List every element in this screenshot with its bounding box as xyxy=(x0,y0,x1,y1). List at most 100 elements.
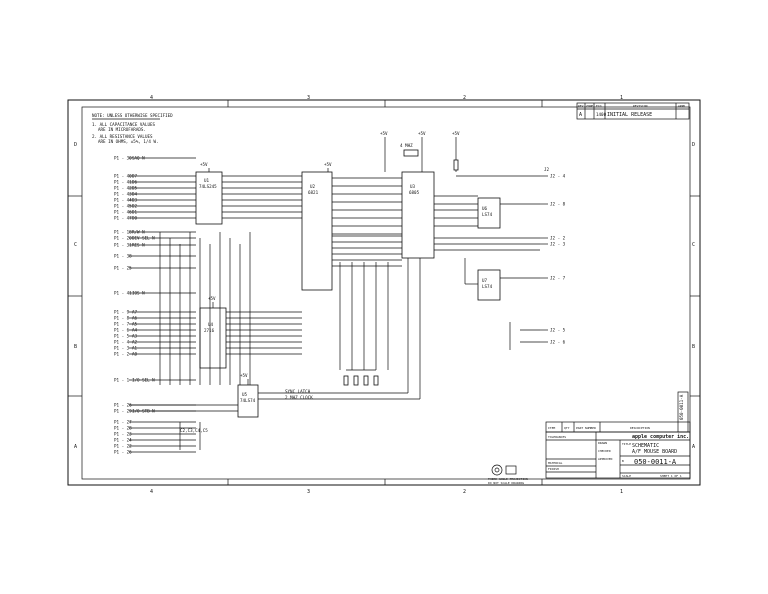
p1-pin: P1 - 7 xyxy=(114,322,130,327)
pl-part-number: PART NUMBER xyxy=(576,426,596,430)
note-1a: 1. ALL CAPACITANCE VALUES xyxy=(92,122,156,127)
zone-col-3: 3 xyxy=(307,95,310,101)
zone-row-b-right: B xyxy=(692,344,695,350)
chip-u5: U5 74LS74 +5V xyxy=(237,373,259,418)
u4-ref: U4 xyxy=(208,322,214,327)
p1-pin: P1 - 18 xyxy=(114,230,132,235)
projection-symbol: THIRD ANGLE PROJECTION DO NOT SCALE DRAW… xyxy=(488,464,528,485)
u4-part: 2716 xyxy=(204,328,215,333)
p1-pin: P1 - 1 xyxy=(114,378,130,383)
u2-vcc: +5V xyxy=(324,162,332,167)
p1-pin: P1 - 46 xyxy=(114,210,132,215)
tb-company: apple computer inc. xyxy=(632,434,689,440)
tb-drawn: DRAWN xyxy=(598,441,607,445)
resistor-row xyxy=(343,369,379,386)
p1-pin: P1 - 47 xyxy=(114,216,132,221)
chip-u2: U2 6821 +5V xyxy=(301,162,333,291)
p1-pin: P1 - 20 xyxy=(114,236,132,241)
j2-pin: J2 - 2 xyxy=(550,236,566,241)
p1-pin: P1 - 27 xyxy=(114,420,132,425)
u2-part: 6821 xyxy=(308,190,319,195)
j2-ref: J2 xyxy=(544,167,550,172)
tb-finish: FINISH xyxy=(548,467,559,471)
zone-row-d-right: D xyxy=(692,142,695,148)
rev-header-appd: APPD xyxy=(678,104,685,108)
zone-row-c-right: C xyxy=(692,242,695,248)
inner-border xyxy=(81,106,691,480)
p1-pin: P1 - 28 xyxy=(114,426,132,431)
rev-description: INITIAL RELEASE xyxy=(607,112,652,118)
rail-vcc-1: +5V xyxy=(380,131,388,136)
zone-col-4: 4 xyxy=(150,95,153,101)
chip-u3: U3 6805 xyxy=(401,171,435,259)
tb-scale: SCALE xyxy=(622,474,631,478)
p1-pin: P1 - 5 xyxy=(114,334,130,339)
zone-ticks xyxy=(68,100,700,485)
tb-title-1: SCHEMATIC xyxy=(632,443,659,449)
zone-row-a: A xyxy=(74,444,77,450)
tb-drawing-number: 050-0011-A xyxy=(634,458,677,466)
caps-label: C2,C3,C4,C5 xyxy=(180,428,208,433)
zone-col-3-bottom: 3 xyxy=(307,489,310,495)
p1-pin: P1 - 45 xyxy=(114,204,132,209)
zone-row-a-right: A xyxy=(692,444,695,450)
notes-block: NOTE: UNLESS OTHERWISE SPECIFIED 1. ALL … xyxy=(92,113,173,144)
projection-label: THIRD ANGLE PROJECTION xyxy=(488,477,528,481)
u3-ref: U3 xyxy=(410,184,416,189)
p1-pin: P1 - 26 xyxy=(114,403,132,408)
zone-col-1: 1 xyxy=(620,95,623,101)
outer-border xyxy=(67,99,701,486)
zone-row-b: B xyxy=(74,344,77,350)
u1-vcc: +5V xyxy=(200,162,208,167)
projection-label-2: DO NOT SCALE DRAWING xyxy=(488,481,524,485)
p1-pin: P1 - 9 xyxy=(114,310,130,315)
j2-pin: J2 - 5 xyxy=(550,328,566,333)
note-2b: ARE IN OHMS, ±5%, 1/4 W. xyxy=(98,139,159,144)
p1-pin: P1 - 4 xyxy=(114,340,130,345)
p1-pin: P1 - 41 xyxy=(114,291,132,296)
title-block: TOLERANCES DRAWN CHECKED APPROVED MATERI… xyxy=(545,431,691,479)
u7-ref: U7 xyxy=(482,278,488,283)
p1-pin: P1 - 8 xyxy=(114,316,130,321)
notes-title: NOTE: UNLESS OTHERWISE SPECIFIED xyxy=(92,113,173,118)
rev-eco: 1400 xyxy=(596,112,607,117)
tb-material: MATERIAL xyxy=(548,461,563,465)
p1-pin: P1 - 40 xyxy=(114,174,132,179)
u5-vcc: +5V xyxy=(240,373,248,378)
crystal-area: +5V +5V +5V 4 MHZ xyxy=(380,131,460,172)
tb-sheet: SHEET 1 OF 1 xyxy=(660,474,682,478)
p1-pin: P1 - 30 xyxy=(114,156,132,161)
p1-pin: P1 - 25 xyxy=(114,266,132,271)
p1-pin: P1 - 22 xyxy=(114,444,132,449)
u3-part: 6805 xyxy=(409,190,420,195)
j2-pin: J2 - 3 xyxy=(550,242,566,247)
zone-col-2: 2 xyxy=(463,95,466,101)
parts-list-header: ITEM QTY PART NUMBER DESCRIPTION xyxy=(545,421,691,433)
p1-pin: P1 - 38 xyxy=(114,254,132,259)
zone-col-1-bottom: 1 xyxy=(620,489,623,495)
p1-pin: P1 - 2 xyxy=(114,352,130,357)
u5-ref: U5 xyxy=(242,392,248,397)
note-1b: ARE IN MICROFARADS. xyxy=(98,127,146,132)
p1-pin: P1 - 42 xyxy=(114,186,132,191)
rev-header-revision: REVISION xyxy=(633,104,648,108)
crystal-label: 4 MHZ xyxy=(400,143,413,148)
sync-latch-label: SYNC LATCH xyxy=(285,389,311,394)
rev-letter: A xyxy=(579,112,582,118)
tb-approved: APPROVED xyxy=(598,457,613,461)
u1-ref: U1 xyxy=(204,178,210,183)
tb-title-2: A/F MOUSE BOARD xyxy=(632,449,677,455)
u7-part: LS74 xyxy=(482,284,493,289)
zone-row-c: C xyxy=(74,242,77,248)
rail-vcc-2: +5V xyxy=(418,131,426,136)
clock-label: 2 MHZ CLOCK xyxy=(285,395,313,400)
p1-pin: P1 - 29 xyxy=(114,409,132,414)
tb-size: B xyxy=(622,459,624,463)
tb-title-label: TITLE xyxy=(622,442,631,446)
zone-row-d: D xyxy=(74,142,77,148)
rev-header-zone: ZONE xyxy=(586,104,593,108)
u6-part: LS74 xyxy=(482,212,493,217)
p1-pin: P1 - 24 xyxy=(114,438,132,443)
